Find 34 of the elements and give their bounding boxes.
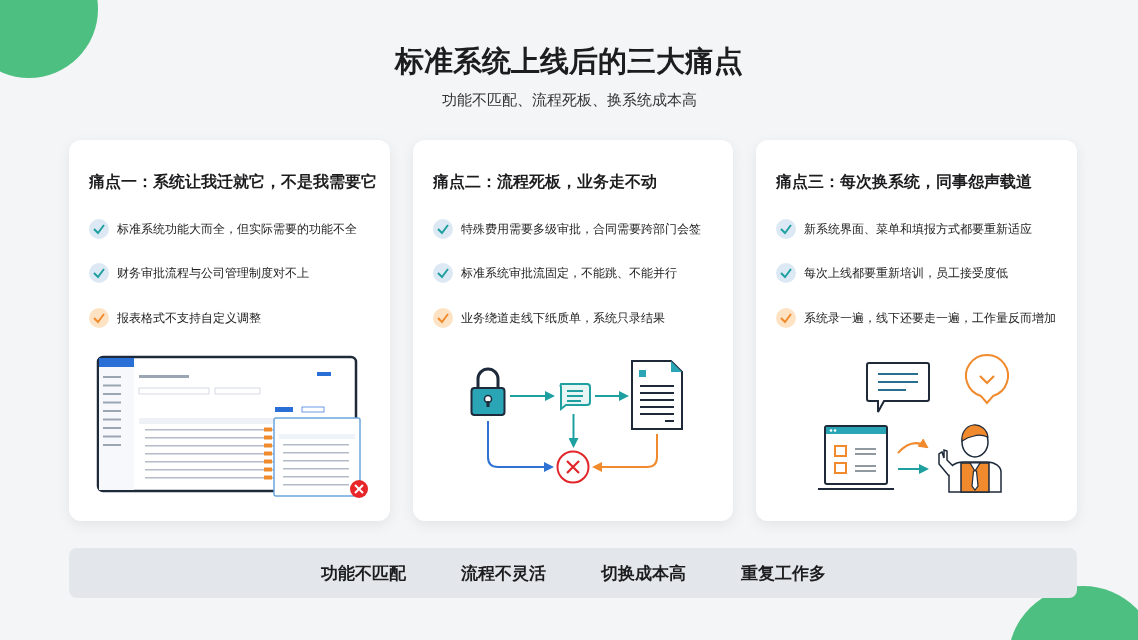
arrow	[509, 391, 555, 401]
subtitle: 功能不匹配、流程死板、换系统成本高	[440, 91, 698, 110]
error-icon	[556, 450, 590, 484]
note-icon	[557, 382, 591, 410]
bullet-text: 每次上线都要重新培训，员工接受度低	[804, 265, 1008, 282]
bullet-text: 系统录一遍，线下还要走一遍，工作量反而增加	[804, 310, 1056, 327]
bullet-text: 业务绕道走线下纸质单，系统只录结果	[461, 310, 665, 327]
title: 标准系统上线后的三大痛点	[393, 43, 744, 80]
arrow	[487, 420, 554, 472]
bullet-text: 新系统界面、菜单和填报方式都要重新适应	[804, 221, 1032, 238]
bullet-text: 标准系统功能大而全，但实际需要的功能不全	[117, 221, 357, 238]
arrow	[594, 391, 629, 401]
card-heading: 痛点二：流程死板，业务走不动	[433, 172, 657, 193]
keyword: 切换成本高	[601, 562, 686, 585]
keyword: 功能不匹配	[321, 562, 406, 585]
keyword: 重复工作多	[741, 562, 826, 585]
card	[69, 140, 390, 521]
card	[756, 140, 1077, 521]
bullet-text: 标准系统审批流固定，不能跳、不能并行	[461, 265, 677, 282]
bullet-text: 财务审批流程与公司管理制度对不上	[117, 265, 309, 282]
arrow	[568, 413, 579, 448]
arrow	[592, 433, 658, 472]
card	[413, 140, 733, 521]
form-window-icon	[818, 425, 894, 491]
bullet-text: 特殊费用需要多级审批，合同需要跨部门会签	[461, 221, 701, 238]
summary-band	[69, 548, 1077, 598]
card-heading: 痛点一：系统让我迁就它，不是我需要它	[89, 172, 377, 193]
arrow	[897, 464, 929, 474]
arrow	[897, 438, 929, 454]
keyword: 流程不灵活	[461, 562, 546, 585]
card-heading: 痛点三：每次换系统，同事怨声载道	[776, 172, 1032, 193]
document-icon	[631, 360, 683, 430]
padlock-icon	[470, 365, 506, 417]
bullet-text: 报表格式不支持自定义调整	[117, 310, 261, 327]
